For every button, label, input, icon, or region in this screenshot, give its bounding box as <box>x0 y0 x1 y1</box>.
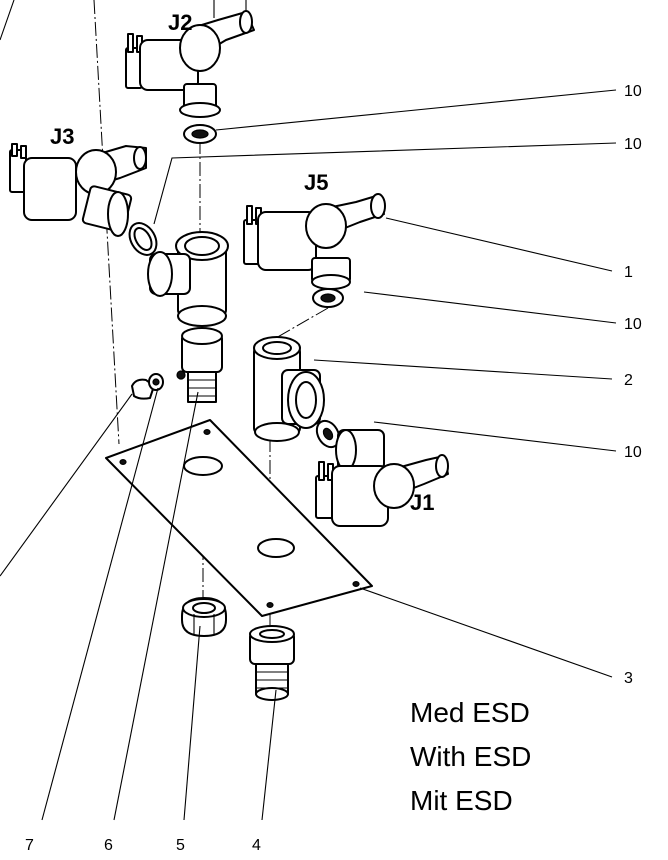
esd-caption: Med ESD With ESD Mit ESD <box>410 697 531 816</box>
mounting-plate <box>105 419 373 617</box>
valve-label-j2: J2 <box>168 10 192 35</box>
callout-number: 10 <box>624 444 642 461</box>
callout-number: 10 <box>624 316 642 333</box>
valve-j2 <box>125 10 255 118</box>
valve-labels: J2 J3 J5 J1 <box>50 10 434 515</box>
callout-4-fitting: 4 <box>252 689 277 854</box>
left-edge-leader <box>0 393 133 577</box>
callout-2-tee: 2 <box>313 359 633 389</box>
callout-number: 3 <box>624 670 633 687</box>
right-callouts: 10 10 1 10 2 10 3 <box>153 83 642 687</box>
valve-j1 <box>315 429 449 527</box>
valve-j5 <box>243 193 386 290</box>
gasket-j2 <box>183 124 217 144</box>
callout-6-nipple: 6 <box>104 391 199 854</box>
callout-number: 5 <box>176 837 185 854</box>
caption-line-2: With ESD <box>410 741 531 772</box>
caption-line-1: Med ESD <box>410 697 530 728</box>
o-ring-j3 <box>128 222 158 256</box>
callout-10-gasket-j5: 10 <box>363 291 642 333</box>
valve-label-j3: J3 <box>50 124 74 149</box>
callout-5-nut: 5 <box>176 625 201 854</box>
callout-10-gasket-j1: 10 <box>373 421 642 461</box>
caption-line-3: Mit ESD <box>410 785 513 816</box>
callout-10-o-ring-j3: 10 <box>153 136 642 225</box>
small-tee-fitting <box>253 336 325 442</box>
callout-number: 10 <box>624 83 642 100</box>
gasket-j1 <box>315 419 341 449</box>
callout-number: 1 <box>624 264 633 281</box>
callout-number: 2 <box>624 372 633 389</box>
callout-number: 4 <box>252 837 261 854</box>
gasket-j5 <box>312 288 344 308</box>
callout-3-plate: 3 <box>359 587 633 687</box>
callout-number: 7 <box>25 837 34 854</box>
callout-10-gasket-j2: 10 <box>215 83 642 131</box>
threaded-fitting <box>249 625 295 701</box>
valve-j3 <box>9 143 147 237</box>
callout-7-screw: 7 <box>25 387 159 854</box>
screw-and-washer <box>131 373 164 400</box>
valve-label-j5: J5 <box>304 170 328 195</box>
callout-number: 6 <box>104 837 113 854</box>
large-tee-fitting <box>147 231 229 327</box>
hex-nut <box>181 597 227 637</box>
valve-label-j1: J1 <box>410 490 434 515</box>
bottom-callouts: 7 6 5 4 <box>0 387 277 854</box>
callout-1-valve: 1 <box>385 217 633 281</box>
hex-nipple <box>176 327 223 403</box>
callout-number: 10 <box>624 136 642 153</box>
